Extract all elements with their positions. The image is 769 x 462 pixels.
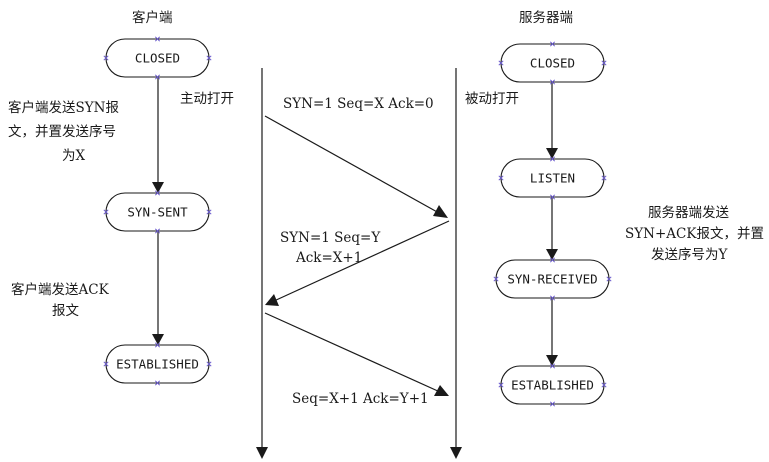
handle-marker	[154, 380, 161, 386]
client-flow-arrowhead-2	[152, 334, 164, 345]
server-flow-arrowhead-2	[546, 249, 558, 260]
handle-marker	[549, 79, 556, 85]
handle-marker	[103, 209, 109, 215]
server-flow-arrowhead-3	[546, 355, 558, 366]
passive-open-label: 被动打开	[465, 90, 519, 107]
client-flow-arrowhead-1	[152, 182, 164, 193]
server-note-synack: 服务器端发送 SYN+ACK报文，并置 发送序号为Y	[625, 205, 764, 263]
message-ack-arrow	[264, 312, 441, 393]
active-open-label: 主动打开	[180, 90, 234, 107]
handle-marker	[103, 55, 109, 61]
handle-marker	[606, 276, 612, 282]
handle-marker	[549, 194, 556, 200]
server-flow-arrowhead-1	[546, 148, 558, 159]
message-syn-arrowhead	[433, 205, 448, 218]
server-state-syn-received: SYN-RECEIVED	[495, 259, 610, 299]
handle-marker	[154, 342, 161, 348]
server-state-closed: CLOSED	[500, 43, 605, 83]
handle-marker	[493, 276, 499, 282]
server-state-closed-label: CLOSED	[530, 56, 575, 71]
server-timeline-arrowhead	[450, 447, 462, 459]
handle-marker	[498, 60, 504, 66]
handle-marker	[206, 361, 212, 367]
server-state-established: ESTABLISHED	[500, 365, 605, 405]
handle-marker	[601, 175, 607, 181]
server-state-listen-label: LISTEN	[530, 171, 575, 186]
handle-marker	[154, 36, 161, 42]
handle-marker	[601, 382, 607, 388]
server-title: 服务器端	[519, 10, 573, 26]
handle-marker	[498, 175, 504, 181]
message-synack-arrowhead	[265, 294, 279, 306]
message-synack-arrow	[273, 220, 450, 302]
server-note-line-2: SYN+ACK报文，并置	[625, 226, 764, 242]
handle-marker	[549, 156, 556, 162]
handle-marker	[549, 41, 556, 47]
client-state-syn-sent: SYN-SENT	[105, 192, 210, 232]
client-state-established-label: ESTABLISHED	[116, 357, 199, 372]
handle-marker	[549, 295, 556, 301]
server-state-listen: LISTEN	[500, 158, 605, 198]
handle-marker	[549, 363, 556, 369]
handle-marker	[154, 190, 161, 196]
handle-marker	[206, 55, 212, 61]
handle-marker	[154, 74, 161, 80]
client-note-ack: 客户端发送ACK 报文	[11, 281, 110, 319]
server-state-established-label: ESTABLISHED	[511, 378, 594, 393]
message-ack-arrowhead	[434, 385, 449, 396]
message-syn-arrow	[264, 115, 440, 214]
client-state-closed-label: CLOSED	[135, 51, 180, 66]
message-synack-label-line-2: Ack=X+1	[295, 250, 362, 266]
handle-marker	[601, 60, 607, 66]
client-note-ack-line-1: 客户端发送ACK	[11, 281, 110, 298]
client-note-syn-line-2: 文，并置发送序号	[8, 124, 116, 140]
handle-marker	[206, 209, 212, 215]
server-note-line-3: 发送序号为Y	[651, 247, 728, 263]
handle-marker	[549, 401, 556, 407]
client-timeline-arrowhead	[256, 447, 268, 459]
client-note-ack-line-2: 报文	[52, 303, 79, 319]
client-state-syn-sent-label: SYN-SENT	[127, 205, 188, 220]
handle-marker	[549, 257, 556, 263]
client-note-syn-line-3: 为X	[62, 148, 85, 164]
client-note-syn: 客户端发送SYN报 文，并置发送序号 为X	[8, 99, 119, 164]
handle-marker	[103, 361, 109, 367]
client-title: 客户端	[132, 9, 173, 26]
client-note-syn-line-1: 客户端发送SYN报	[8, 99, 119, 116]
message-syn-label: SYN=1 Seq=X Ack=0	[283, 96, 434, 112]
server-note-line-1: 服务器端发送	[648, 205, 729, 221]
client-state-established: ESTABLISHED	[105, 344, 210, 384]
server-state-syn-received-label: SYN-RECEIVED	[507, 272, 597, 287]
handle-marker	[498, 382, 504, 388]
message-synack-label-line-1: SYN=1 Seq=Y	[280, 230, 381, 246]
client-state-closed: CLOSED	[105, 38, 210, 78]
message-ack-label: Seq=X+1 Ack=Y+1	[292, 391, 429, 407]
selection-handle-markers	[103, 36, 612, 407]
handle-marker	[154, 228, 161, 234]
